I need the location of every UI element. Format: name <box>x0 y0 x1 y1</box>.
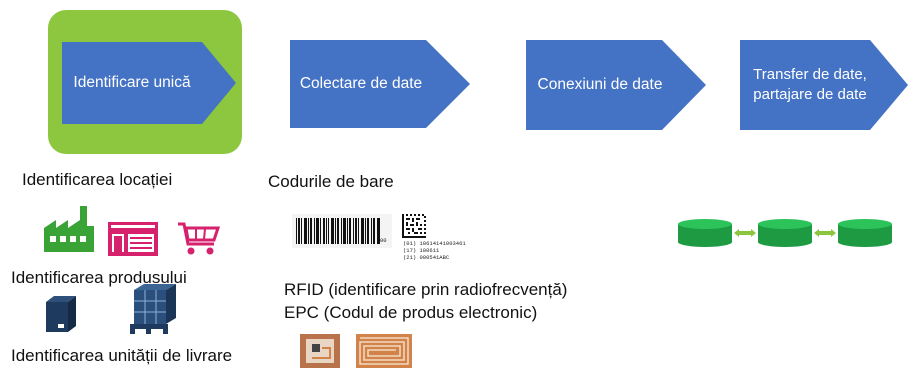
step-label: Conexiuni de date <box>537 76 663 93</box>
barcode-line-1: (01) 10614141003461 <box>403 240 466 247</box>
barcode-line-2: (17) 100611 <box>403 247 440 254</box>
database-icon <box>678 219 732 247</box>
rfid-label: RFID (identificare prin radiofrecvență) <box>284 280 568 299</box>
barcode-line-3: (21) 000541ABC <box>403 254 450 261</box>
warehouse-icon <box>108 222 158 261</box>
location-identification-label: Identificarea locației <box>22 170 173 189</box>
product-identification-label: Identificarea produsului <box>11 268 187 287</box>
delivery-unit-identification-label: Identificarea unității de livrare <box>11 346 233 365</box>
pallet-icon <box>128 284 180 339</box>
database-icon <box>838 219 892 247</box>
rfid-chip-icon <box>300 334 340 373</box>
database-network <box>676 218 896 253</box>
rfid-antenna-icon <box>356 334 412 373</box>
barcodes-label: Codurile de bare <box>268 172 394 191</box>
step-label: Identificare unică <box>73 74 191 91</box>
datamatrix-code <box>402 214 426 243</box>
database-icon <box>758 219 812 247</box>
barcode-small-digits: 00 <box>380 237 387 244</box>
linear-barcode: 00 <box>292 214 392 248</box>
step-data-connections: Conexiuni de date <box>526 40 706 130</box>
box-icon <box>46 296 76 337</box>
step-data-transfer: Transfer de date, partajare de date <box>740 40 908 130</box>
step-label: Transfer de date, partajare de date <box>753 66 867 103</box>
factory-icon <box>44 206 94 257</box>
step-data-collection: Colectare de date <box>290 40 470 128</box>
shopping-cart-icon <box>176 220 221 263</box>
step-label: Colectare de date <box>299 75 423 92</box>
epc-label: EPC (Codul de produs electronic) <box>284 303 538 322</box>
step-unique-identification: Identificare unică <box>62 42 236 124</box>
